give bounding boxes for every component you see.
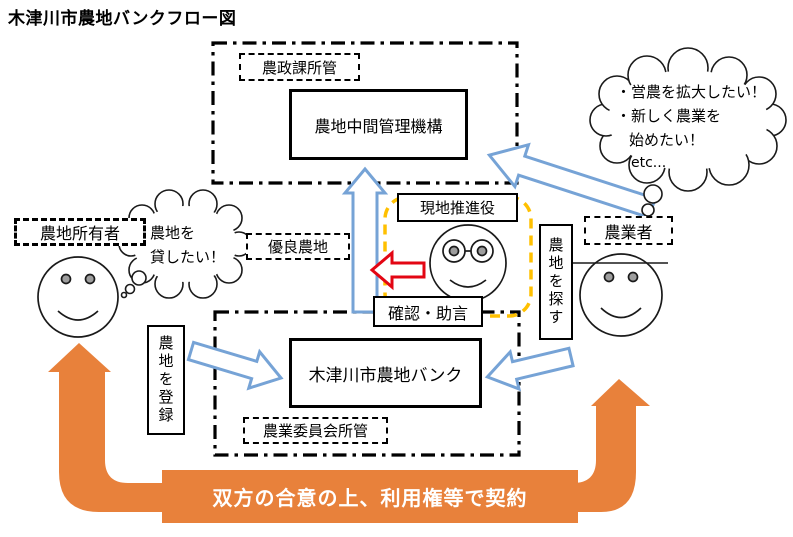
owner-thought-text: 農地を 貸したい！ — [150, 224, 226, 266]
farmer-label: 農業者 — [584, 216, 673, 245]
farmer-action-box-search: 農地を探す — [539, 224, 573, 340]
thought-bubble-farmer-icon — [589, 47, 787, 217]
jurisdiction-tag-city: 農業委員会所管 — [243, 417, 388, 444]
promoter-action-box-advice: 確認・助言 — [373, 296, 483, 327]
jurisdiction-tag-prefecture: 農政課所管 — [239, 53, 360, 81]
owner-action-box-register: 農地を登録 — [147, 325, 185, 435]
orange-up-arrow-right-icon — [560, 379, 650, 512]
contract-banner — [162, 470, 578, 523]
promoter-label: 現地推進役 — [397, 193, 518, 222]
arrow-farmer-to-bank-icon — [484, 346, 575, 392]
farmer-face-icon — [572, 253, 668, 337]
promoter-face-icon — [429, 224, 507, 302]
page-title: 木津川市農地バンクフロー図 — [8, 9, 237, 29]
arrow-farmer-to-org-icon — [486, 142, 657, 220]
quality-land-label: 優良農地 — [246, 233, 350, 260]
org-box-intermediary: 農地中間管理機構 — [289, 89, 468, 160]
arrow-advice-red-icon — [369, 249, 426, 291]
org-box-city-bank: 木津川市農地バンク — [289, 338, 482, 408]
owner-face-icon — [37, 256, 119, 338]
owner-label: 農地所有者 — [14, 218, 146, 246]
arrow-owner-to-bank-icon — [186, 340, 284, 391]
contract-banner-label: 双方の合意の上、利用権等で契約 — [212, 486, 528, 510]
orange-up-arrow-left-icon — [48, 343, 172, 512]
arrow-bank-to-org-icon — [341, 166, 389, 314]
thought-bubble-owner-icon — [118, 189, 252, 299]
farmer-thought-text: ・営農を拡大したい！ ・新しく農業を 始めたい！ etc... — [616, 83, 767, 171]
